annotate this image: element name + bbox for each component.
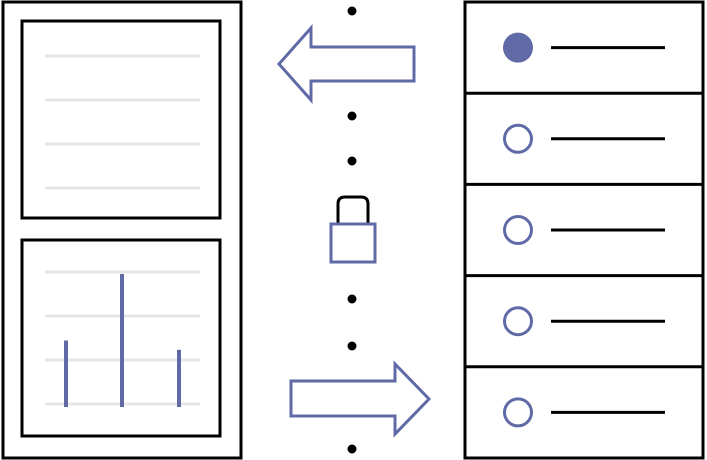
lock-icon — [329, 195, 377, 264]
document-panel — [1, 0, 243, 460]
connector-dot — [347, 111, 357, 121]
chart-block-frame — [20, 238, 222, 438]
arrow-left-icon — [276, 24, 416, 104]
radio-unselected-icon[interactable] — [503, 306, 533, 337]
selection-list-frame — [463, 0, 705, 460]
connector — [276, 6, 432, 454]
radio-unselected-icon[interactable] — [503, 397, 533, 428]
lock-body — [329, 222, 377, 264]
list-row[interactable] — [465, 365, 703, 428]
connector-dot — [347, 444, 357, 454]
connector-dot — [347, 6, 357, 16]
connector-dot — [347, 341, 357, 351]
document-frame — [1, 0, 243, 460]
connector-dot — [347, 294, 357, 304]
list-row[interactable] — [465, 182, 703, 245]
arrow-right-icon — [289, 360, 432, 438]
selection-list — [463, 0, 705, 460]
text-block-frame — [20, 19, 222, 220]
chart-bars — [64, 274, 181, 407]
list-row[interactable] — [465, 274, 703, 337]
radio-unselected-icon[interactable] — [503, 215, 533, 245]
list-row[interactable] — [503, 32, 665, 63]
lock-shackle — [336, 195, 370, 224]
chart-block — [20, 238, 222, 438]
radio-selected-icon[interactable] — [503, 32, 533, 63]
list-row[interactable] — [465, 91, 703, 154]
connector-dot — [347, 156, 357, 166]
text-block — [20, 19, 222, 220]
selection-list-rows — [465, 32, 703, 428]
radio-unselected-icon[interactable] — [503, 123, 533, 154]
